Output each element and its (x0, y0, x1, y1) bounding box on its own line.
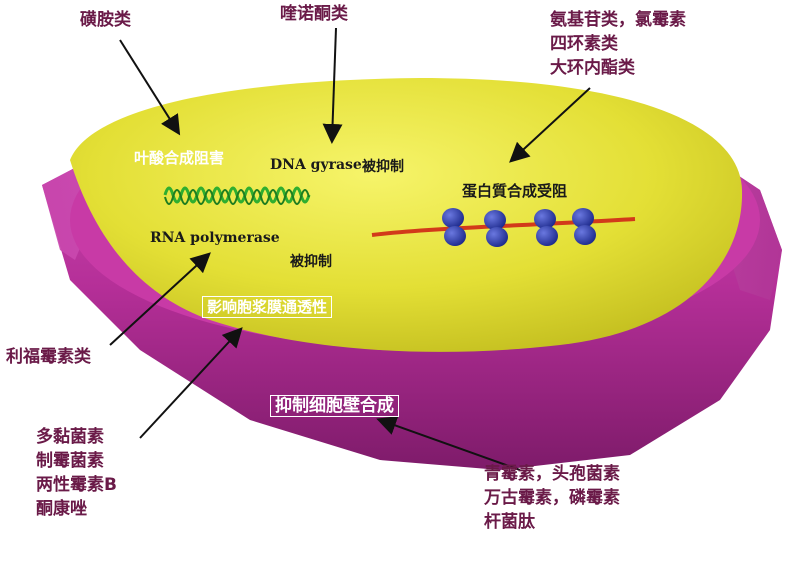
arrow-rifampicin (109, 252, 211, 346)
arrow-sulfonamides (119, 39, 181, 136)
label-cell-wall-antibiotics: 青霉素，头孢菌素 万古霉素，磷霉素 杆菌肽 (484, 462, 620, 534)
dna-helix (163, 186, 311, 205)
membrane-antibiotic-1: 多黏菌素 (36, 427, 104, 447)
membrane-antibiotic-2: 制霉菌素 (36, 451, 104, 471)
ribosome-3 (534, 209, 558, 246)
label-quinolones: 喹诺酮类 (280, 4, 348, 24)
label-rifampicin: 利福霉素类 (6, 347, 91, 367)
membrane-antibiotic-4: 酮康唑 (36, 499, 87, 519)
label-rna-inhibited: 被抑制 (290, 254, 332, 270)
label-protein-antibiotics: 氨基苷类，氯霉素 四环素类 大环内酯类 (550, 8, 686, 80)
protein-antibiotic-1: 氨基苷类，氯霉素 (550, 10, 686, 30)
arrow-membrane (139, 327, 243, 439)
cell-wall-antibiotic-1: 青霉素，头孢菌素 (484, 464, 620, 484)
arrow-cell-wall (376, 415, 521, 471)
label-membrane-antibiotics: 多黏菌素 制霉菌素 两性霉素B 酮康唑 (36, 425, 117, 521)
cytoplasm (70, 78, 743, 352)
label-sulfonamides: 磺胺类 (80, 10, 131, 30)
label-folate-synthesis: 叶酸合成阻害 (134, 149, 225, 167)
label-cell-wall-synthesis: 抑制细胞壁合成 (270, 395, 399, 417)
membrane-antibiotic-3: 两性霉素B (36, 475, 117, 495)
ribosome-1 (442, 208, 466, 246)
protein-antibiotic-3: 大环内酯类 (550, 58, 635, 78)
label-membrane-permeability: 影响胞浆膜通透性 (202, 296, 333, 318)
cell-wall-antibiotic-2: 万古霉素，磷霉素 (484, 488, 620, 508)
cell-wall-antibiotic-3: 杆菌肽 (484, 512, 535, 532)
ribosome-4 (572, 208, 596, 245)
ribosome-2 (484, 210, 508, 247)
arrow-quinolones (322, 27, 343, 144)
label-dna-gyrase: DNA gyrase (270, 157, 362, 173)
label-rna-polymerase: RNA polymerase (150, 230, 280, 246)
arrow-protein (509, 87, 591, 163)
label-dna-inhibited: 被抑制 (362, 159, 404, 175)
label-protein-synthesis: 蛋白質合成受阻 (462, 182, 568, 200)
protein-antibiotic-2: 四环素类 (550, 34, 618, 54)
